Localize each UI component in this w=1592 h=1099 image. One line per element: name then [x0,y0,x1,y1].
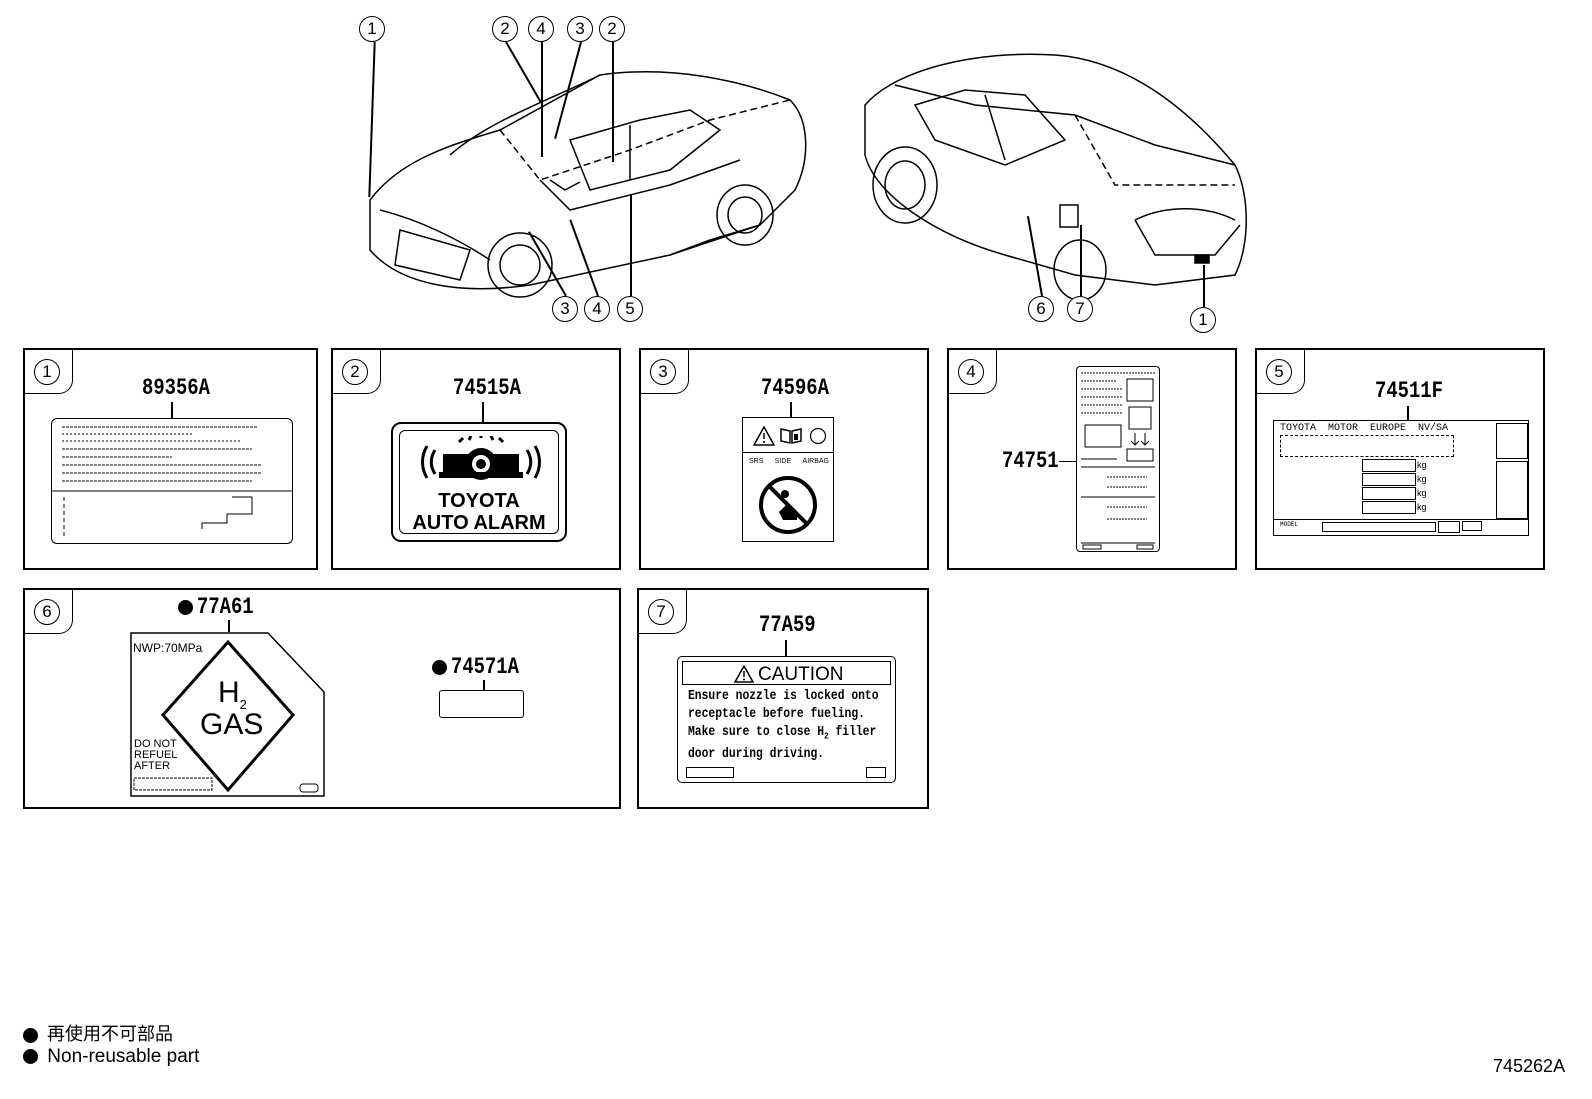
srs-label: SRS [749,458,764,465]
legend-en: Non-reusable part [23,1046,199,1068]
caution-line-4: door during driving. [688,746,825,762]
legend-en-text: Non-reusable part [47,1046,200,1067]
part-number: 74751 [1002,448,1059,474]
part-number: 74596A [761,375,829,401]
panel-number: 3 [650,359,676,385]
panel-1: 1 89356A [23,348,318,570]
caution-line-3-sub: 2 [824,731,829,742]
do-not-line: DO NOT [134,738,177,750]
callout-front-4b: 4 [584,296,610,322]
h-letter: H [218,676,240,709]
loading-info-label [1076,366,1160,552]
alarm-text-1: TOYOTA [438,490,520,512]
caution-line-3: Make sure to close H2 filler [688,724,879,746]
caution-label: CAUTION Ensure nozzle is locked onto rec… [677,656,896,783]
panel-2: 2 74515A TOYOTA AUTO ALARM [331,348,621,570]
rear-car-drawing [864,53,1247,301]
nwp-text: NWP:70MPa [133,641,203,655]
callout-rear-7: 7 [1067,296,1093,322]
warning-icon [753,426,775,446]
part-number-a: 77A61 [197,594,254,620]
small-label [439,690,524,718]
circle-icon [809,427,827,445]
panel-number: 5 [1266,359,1292,385]
part-number: 74515A [453,375,521,401]
front-car-drawing [369,71,807,298]
refuel-line: REFUEL [134,749,178,761]
caution-line-3-a: Make sure to close H [688,725,825,740]
no-child-seat-icon [759,476,817,534]
manual-icon [780,428,802,444]
srs-text: SRS SIDE AIRBAG [749,458,829,465]
panel-4: 4 74751 [947,348,1237,570]
panel-number: 4 [958,359,984,385]
callout-front-1: 1 [359,16,385,42]
panel-number: 7 [648,599,674,625]
panel-7: 7 77A59 CAUTION Ensure nozzle is locked … [637,588,929,809]
part-number: 74511F [1375,378,1443,404]
airbag-label: AIRBAG [802,458,829,465]
caution-line-2: receptacle before fueling. [688,707,865,722]
h2-gas-label [130,632,325,797]
do-not-text: DO NOT REFUEL AFTER [134,739,177,772]
warning-icon [734,665,754,683]
caution-body: Ensure nozzle is locked onto receptacle … [688,688,879,764]
callout-front-3: 3 [567,16,593,42]
kg-unit: kg [1417,502,1427,512]
side-label: SIDE [774,458,792,465]
caution-line-1: Ensure nozzle is locked onto [688,689,879,704]
h2-text: H2 [218,676,247,712]
caution-line-3-b: filler [828,725,877,740]
part-number-b: 74571A [451,654,519,680]
h-subscript: 2 [239,697,247,712]
label-illustration [51,418,293,544]
panel-5: 5 74511F TOYOTA MOTOR EUROPE NV/SA kg kg… [1255,348,1545,570]
model-text: MODEL [1280,521,1299,528]
callout-front-2b: 2 [599,16,625,42]
part-number: 77A59 [759,612,816,638]
callout-front-2: 2 [492,16,518,42]
panel-3: 3 74596A SRS SIDE AIRBAG [639,348,929,570]
panel-number: 2 [342,359,368,385]
alarm-icon [421,436,541,480]
auto-alarm-label: TOYOTA AUTO ALARM [391,422,567,542]
callout-rear-1: 1 [1190,307,1216,333]
panel-number: 1 [34,359,60,385]
figure-id: 745262A [1493,1056,1566,1076]
non-reusable-bullet [178,600,193,615]
srs-airbag-label: SRS SIDE AIRBAG [742,417,834,542]
kg-unit: kg [1417,474,1427,484]
callout-rear-6: 6 [1028,296,1054,322]
bullet-icon [23,1027,38,1043]
legend-jp-text: 再使用不可部品 [47,1024,174,1045]
bullet-icon [23,1049,38,1065]
caution-title: CAUTION [758,664,844,685]
non-reusable-bullet [432,660,447,675]
part-number: 89356A [142,375,210,401]
callout-front-5: 5 [617,296,643,322]
callout-front-4: 4 [528,16,554,42]
maker-text: TOYOTA MOTOR EUROPE NV/SA [1280,423,1449,434]
panel-6: 6 77A61 NWP:70MPa H2 GAS DO NOT REFUEL A… [23,588,621,809]
gas-text: GAS [200,708,264,741]
kg-unit: kg [1417,460,1427,470]
panel-number: 6 [34,599,60,625]
callout-front-3b: 3 [552,296,578,322]
kg-unit: kg [1417,488,1427,498]
legend-jp: 再使用不可部品 [23,1020,173,1046]
alarm-text-2: AUTO ALARM [412,512,546,534]
after-line: AFTER [134,760,171,772]
manufacturer-plate: TOYOTA MOTOR EUROPE NV/SA kg kg kg kg MO… [1273,420,1529,536]
